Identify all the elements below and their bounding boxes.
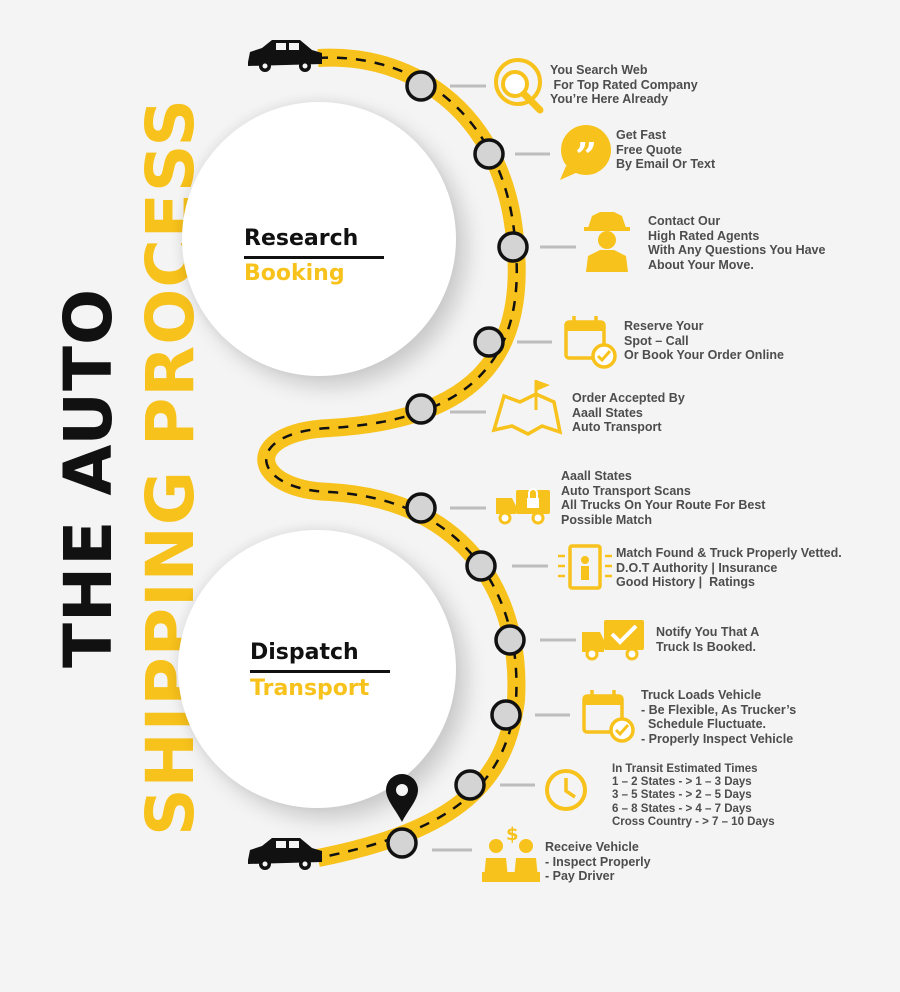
step-line: By Email Or Text xyxy=(616,157,716,171)
step-11-text: Receive Vehicle - Inspect Properly - Pay… xyxy=(545,840,651,884)
step-line: 3 – 5 States - > 2 – 5 Days xyxy=(612,789,752,802)
step-line: With Any Questions You Have xyxy=(648,243,826,257)
step-5-text: Order Accepted By Aaall States Auto Tran… xyxy=(572,391,685,435)
step-line: You’re Here Already xyxy=(550,92,669,106)
step-line: - Pay Driver xyxy=(545,869,615,883)
step-node xyxy=(386,827,418,859)
phase-research-label: Research xyxy=(244,226,359,251)
step-line: Free Quote xyxy=(616,142,682,157)
phase-circle-dispatch xyxy=(178,530,456,808)
step-node xyxy=(405,393,437,425)
calendar-check-icon xyxy=(564,316,617,369)
vetting-scanner-icon xyxy=(558,544,612,590)
step-line: 6 – 8 States - > 4 – 7 Days xyxy=(612,802,752,815)
calendar-check-icon xyxy=(582,690,635,743)
payment-handover-icon: $ xyxy=(482,824,540,882)
phase-booking-label: Booking xyxy=(244,261,345,286)
map-flag-icon xyxy=(491,380,563,436)
step-line: Receive Vehicle xyxy=(545,840,639,854)
step-line: You Search Web xyxy=(550,63,648,77)
step-line: Order Accepted By xyxy=(572,391,685,405)
step-line: Notify You That A xyxy=(656,625,760,639)
step-line: Reserve Your xyxy=(624,319,704,333)
step-line: D.O.T Authority | Insurance xyxy=(616,560,778,575)
step-node xyxy=(490,699,522,731)
step-line: - Inspect Properly xyxy=(545,854,651,869)
step-1-text: You Search Web For Top Rated Company You… xyxy=(550,63,698,107)
step-line: - Be Flexible, As Trucker’s xyxy=(641,702,797,717)
step-node xyxy=(473,138,505,170)
car-start-icon xyxy=(248,40,322,72)
step-line: Match Found & Truck Properly Vetted. xyxy=(616,546,842,560)
step-node xyxy=(454,769,486,801)
step-nodes xyxy=(386,70,529,859)
step-2-text: Get Fast Free Quote By Email Or Text xyxy=(616,128,715,172)
step-line: Aaall States xyxy=(561,469,632,483)
step-line: All Trucks On Your Route For Best xyxy=(561,498,766,512)
clock-icon xyxy=(545,769,587,811)
step-10-text: In Transit Estimated Times 1 – 2 States … xyxy=(612,763,775,829)
step-node xyxy=(465,550,497,582)
step-line: In Transit Estimated Times xyxy=(612,763,758,775)
step-line: For Top Rated Company xyxy=(550,77,698,92)
connector-lines xyxy=(432,84,576,852)
phase-circle-research xyxy=(182,102,456,376)
globe-search-icon xyxy=(494,58,544,114)
step-line: Contact Our xyxy=(648,214,721,228)
phase-dispatch-label: Dispatch xyxy=(250,640,359,665)
route-lane-markings xyxy=(265,56,518,860)
route-road xyxy=(257,48,526,867)
step-line: Cross Country - > 7 – 10 Days xyxy=(612,815,775,828)
step-node xyxy=(494,624,526,656)
step-line: High Rated Agents xyxy=(648,228,760,243)
step-line: About Your Move. xyxy=(648,257,754,272)
step-line: - Properly Inspect Vehicle xyxy=(641,731,794,746)
step-line: Auto Transport Scans xyxy=(561,483,691,498)
step-node xyxy=(473,326,505,358)
step-line: Schedule Fluctuate. xyxy=(641,717,767,731)
step-line: Or Book Your Order Online xyxy=(624,348,784,362)
step-8-text: Notify You That A Truck Is Booked. xyxy=(656,625,759,654)
truck-lock-icon xyxy=(496,488,550,525)
truck-check-icon xyxy=(582,620,644,661)
step-line: Truck Is Booked. xyxy=(656,639,757,654)
step-line: Get Fast xyxy=(616,128,667,142)
car-end-icon xyxy=(248,838,322,870)
agent-icon xyxy=(584,212,630,272)
step-line: 1 – 2 States - > 1 – 3 Days xyxy=(612,776,752,789)
phase-dispatch-divider xyxy=(250,670,390,673)
step-node xyxy=(497,231,529,263)
svg-text:$: $ xyxy=(506,824,519,845)
svg-text:”: ” xyxy=(575,134,597,179)
step-line: Possible Match xyxy=(561,512,652,527)
step-6-text: Aaall States Auto Transport Scans All Tr… xyxy=(561,469,765,527)
step-icons: ” xyxy=(482,58,644,882)
step-line: Aaall States xyxy=(572,405,643,420)
step-3-text: Contact Our High Rated Agents With Any Q… xyxy=(648,214,825,272)
phase-research-divider xyxy=(244,256,384,259)
step-9-text: Truck Loads Vehicle - Be Flexible, As Tr… xyxy=(641,688,796,746)
step-line: Auto Transport xyxy=(572,420,662,434)
step-node xyxy=(405,492,437,524)
step-node xyxy=(405,70,437,102)
step-line: Truck Loads Vehicle xyxy=(641,688,762,702)
step-line: Spot – Call xyxy=(624,333,689,348)
phase-transport-label: Transport xyxy=(250,676,370,701)
destination-pin-icon xyxy=(386,774,418,822)
quote-bubble-icon: ” xyxy=(560,125,611,180)
step-4-text: Reserve Your Spot – Call Or Book Your Or… xyxy=(624,319,784,363)
step-line: Good History | Ratings xyxy=(616,575,755,589)
step-7-text: Match Found & Truck Properly Vetted. D.O… xyxy=(616,546,842,590)
